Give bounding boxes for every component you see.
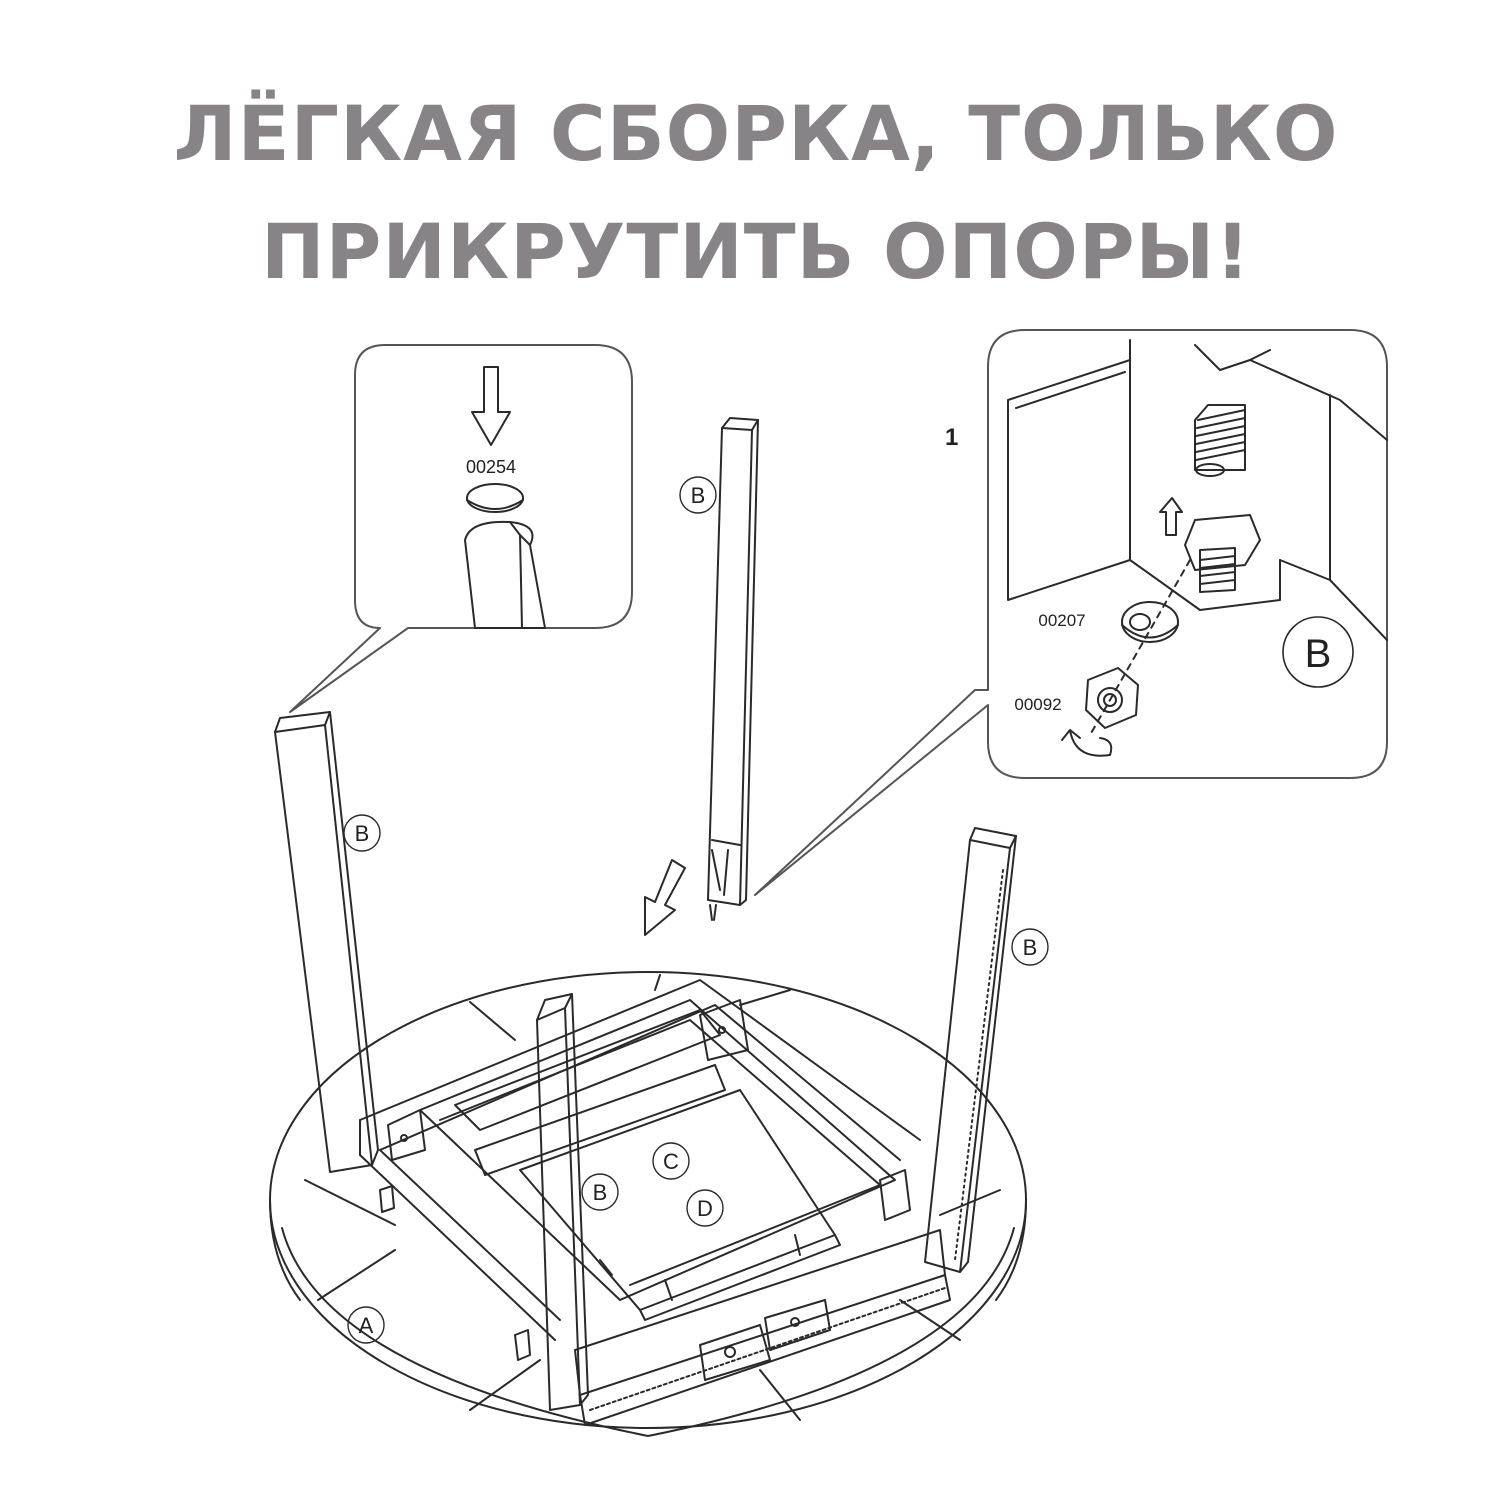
up-arrow-icon bbox=[1159, 497, 1183, 536]
threaded-rod-icon bbox=[1194, 404, 1246, 477]
leg-left bbox=[274, 711, 379, 1173]
label-leg-detail: B bbox=[1305, 632, 1332, 676]
part-number-nut: 00092 bbox=[1014, 695, 1061, 714]
detail-callout-right bbox=[754, 329, 1388, 896]
part-number-washer: 00207 bbox=[1038, 611, 1085, 630]
washer-icon bbox=[1121, 601, 1179, 643]
headline-line-2: ПРИКРУТИТЬ ОПОРЫ! bbox=[261, 207, 1251, 296]
leg-top-loose bbox=[707, 417, 759, 921]
detail-callout-left bbox=[289, 344, 633, 713]
label-circles bbox=[343, 476, 1049, 1344]
step-number: 1 bbox=[945, 424, 958, 451]
tabletop bbox=[269, 971, 1027, 1437]
insert-arrow-icon bbox=[644, 859, 686, 936]
leg-right bbox=[924, 827, 1017, 1273]
label-leg-top: B bbox=[691, 483, 706, 508]
label-leg-right: B bbox=[1023, 935, 1038, 960]
hex-nut-icon bbox=[1085, 667, 1139, 729]
label-inner-c: C bbox=[663, 1149, 679, 1174]
label-tabletop: A bbox=[359, 1313, 374, 1338]
glide-disc-icon bbox=[466, 483, 524, 513]
apron-frame bbox=[359, 979, 951, 1426]
part-number-glide: 00254 bbox=[466, 457, 516, 477]
label-leg-center: B bbox=[593, 1180, 608, 1205]
label-inner-d: D bbox=[697, 1196, 713, 1221]
label-leg-left: B bbox=[355, 821, 370, 846]
headline-line-1: ЛЁГКАЯ СБОРКА, ТОЛЬКО bbox=[173, 89, 1339, 178]
leg-center bbox=[536, 993, 589, 1411]
rotate-arrow-icon bbox=[1061, 729, 1113, 757]
down-arrow-icon bbox=[471, 366, 511, 446]
hanger-bolt-icon bbox=[1184, 514, 1261, 593]
